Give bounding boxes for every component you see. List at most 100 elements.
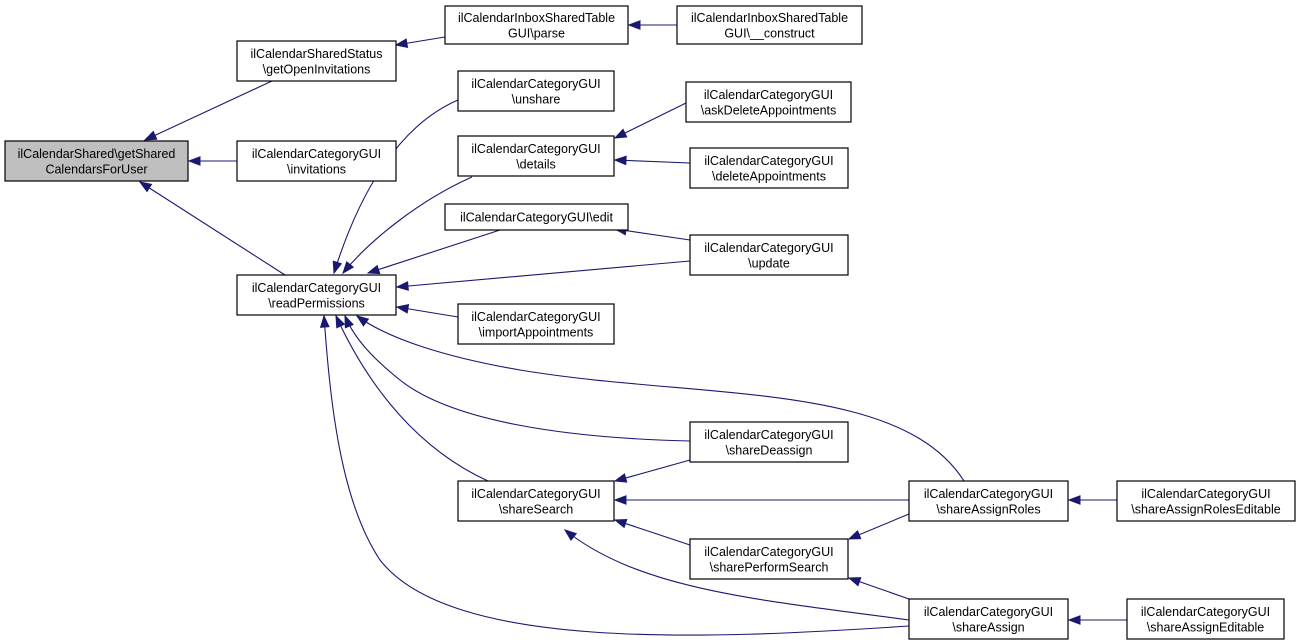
node-box: [908, 598, 1069, 640]
node-box: [689, 147, 849, 189]
node-box: [689, 234, 849, 276]
node-label-line: \sharePerformSearch: [710, 560, 829, 574]
node-label-line: ilCalendarCategoryGUI: [471, 142, 600, 156]
node-shareAssign[interactable]: ilCalendarCategoryGUI\shareAssign: [908, 598, 1069, 640]
edge-importAppointments-to-readPermissions: [395, 303, 459, 318]
node-label-line: ilCalendarShared\getShared: [18, 147, 176, 161]
edge-unshare-to-readPermissions: [332, 99, 459, 275]
node-label-line: \getOpenInvitations: [263, 62, 371, 76]
node-label-line: \shareAssignRolesEditable: [1131, 502, 1280, 516]
node-shareAssignRoles[interactable]: ilCalendarCategoryGUI\shareAssignRoles: [908, 480, 1069, 522]
node-label-line: ilCalendarInboxSharedTable: [691, 11, 848, 25]
node-shareAssignEditable[interactable]: ilCalendarCategoryGUI\shareAssignEditabl…: [1126, 598, 1285, 640]
node-label-line: \askDeleteAppointments: [701, 103, 837, 117]
node-box: [676, 5, 863, 45]
edge-arrowhead: [187, 156, 201, 166]
edge-arrowhead: [613, 155, 627, 166]
edge-shareAssignRoles-to-sharePerformSearch: [847, 513, 910, 540]
edge-line: [335, 315, 489, 482]
node-shareSearch[interactable]: ilCalendarCategoryGUI\shareSearch: [457, 480, 615, 522]
edge-shareAssign-to-shareSearch: [563, 529, 910, 621]
edge-arrowhead: [563, 529, 578, 542]
edge-deleteAppointments-to-details: [613, 155, 691, 166]
edge-line: [396, 260, 691, 288]
node-label-line: CalendarsForUser: [45, 162, 147, 176]
node-label-line: ilCalendarCategoryGUI: [252, 281, 381, 295]
edge-arrowhead: [847, 577, 862, 587]
edge-askDeleteAppointments-to-details: [613, 102, 687, 139]
node-readPermissions[interactable]: ilCalendarCategoryGUI\readPermissions: [236, 274, 397, 316]
node-box: [1126, 598, 1285, 640]
node-label-line: ilCalendarInboxSharedTable: [458, 11, 615, 25]
node-label-line: \invitations: [287, 162, 346, 176]
node-label-line: \shareAssign: [952, 620, 1024, 634]
edge-line: [614, 159, 691, 164]
edge-arrowhead: [394, 38, 409, 49]
edge-line: [333, 99, 459, 274]
node-label-line: GUI\parse: [508, 26, 565, 40]
node-box: [689, 421, 849, 463]
edge-arrowhead: [395, 281, 409, 291]
node-label-line: \shareAssignRoles: [936, 502, 1040, 516]
node-invitations[interactable]: ilCalendarCategoryGUI\invitations: [236, 140, 397, 182]
edge-readPermissions-to-root: [138, 181, 286, 276]
node-details[interactable]: ilCalendarCategoryGUI\details: [457, 135, 615, 177]
node-box: [457, 70, 615, 112]
node-shareAssignRolesEditable[interactable]: ilCalendarCategoryGUI\shareAssignRolesEd…: [1116, 480, 1296, 522]
edge-line: [614, 102, 687, 139]
node-label-line: ilCalendarCategoryGUI: [704, 428, 833, 442]
edge-shareAssign-to-readPermissions: [319, 314, 910, 636]
edge-edit-to-readPermissions: [366, 229, 501, 275]
edge-arrowhead: [332, 260, 343, 275]
edge-arrowhead: [395, 303, 410, 314]
edge-shareAssignEditable-to-shareAssign: [1067, 615, 1127, 625]
node-inboxConstruct[interactable]: ilCalendarInboxSharedTableGUI\__construc…: [676, 5, 863, 45]
node-box: [685, 81, 852, 123]
edge-inboxParse-to-getOpenInvitations: [394, 36, 446, 49]
node-unshare[interactable]: ilCalendarCategoryGUI\unshare: [457, 70, 615, 112]
node-label-line: \update: [748, 256, 790, 270]
edge-update-to-readPermissions: [395, 260, 691, 291]
node-root[interactable]: ilCalendarShared\getSharedCalendarsForUs…: [4, 140, 189, 182]
edge-arrowhead: [355, 315, 370, 327]
edge-shareDeassign-to-readPermissions: [344, 314, 691, 442]
node-box: [236, 40, 397, 82]
node-sharePerformSearch[interactable]: ilCalendarCategoryGUI\sharePerformSearch: [689, 538, 849, 580]
edge-shareAssignRoles-to-readPermissions: [355, 315, 965, 482]
node-box: [444, 203, 629, 231]
node-label-line: \shareSearch: [499, 502, 573, 516]
node-importAppointments[interactable]: ilCalendarCategoryGUI\importAppointments: [457, 303, 615, 345]
edge-arrowhead: [143, 130, 158, 141]
edge-sharePerformSearch-to-shareSearch: [613, 518, 691, 546]
edge-arrowhead: [342, 260, 355, 275]
edge-arrowhead: [613, 128, 628, 139]
node-edit[interactable]: ilCalendarCategoryGUI\edit: [444, 203, 629, 231]
node-label-line: \shareDeassign: [726, 443, 813, 457]
edge-arrowhead: [319, 314, 330, 328]
node-label-line: ilCalendarCategoryGUI: [471, 487, 600, 501]
node-update[interactable]: ilCalendarCategoryGUI\update: [689, 234, 849, 276]
node-box: [236, 274, 397, 316]
edge-arrowhead: [847, 530, 862, 540]
node-box: [908, 480, 1069, 522]
node-box: [444, 5, 629, 45]
edge-shareAssignRolesEditable-to-shareAssignRoles: [1067, 495, 1117, 505]
node-label-line: ilCalendarCategoryGUI: [704, 88, 833, 102]
node-deleteAppointments[interactable]: ilCalendarCategoryGUI\deleteAppointments: [689, 147, 849, 189]
edge-shareDeassign-to-shareSearch: [613, 459, 691, 483]
node-shareDeassign[interactable]: ilCalendarCategoryGUI\shareDeassign: [689, 421, 849, 463]
node-label-line: \unshare: [512, 92, 561, 106]
edge-line: [344, 315, 691, 442]
nodes-layer: ilCalendarShared\getSharedCalendarsForUs…: [4, 5, 1296, 640]
edge-getOpenInvitations-to-root: [143, 80, 273, 141]
node-askDeleteAppointments[interactable]: ilCalendarCategoryGUI\askDeleteAppointme…: [685, 81, 852, 123]
edge-line: [614, 519, 691, 546]
node-box: [236, 140, 397, 182]
node-label-line: ilCalendarCategoryGUI: [704, 241, 833, 255]
node-getOpenInvitations[interactable]: ilCalendarSharedStatus\getOpenInvitation…: [236, 40, 397, 82]
edge-arrowhead: [335, 314, 346, 329]
edge-arrowhead: [627, 20, 641, 30]
edge-shareSearch-to-readPermissions: [335, 314, 489, 482]
